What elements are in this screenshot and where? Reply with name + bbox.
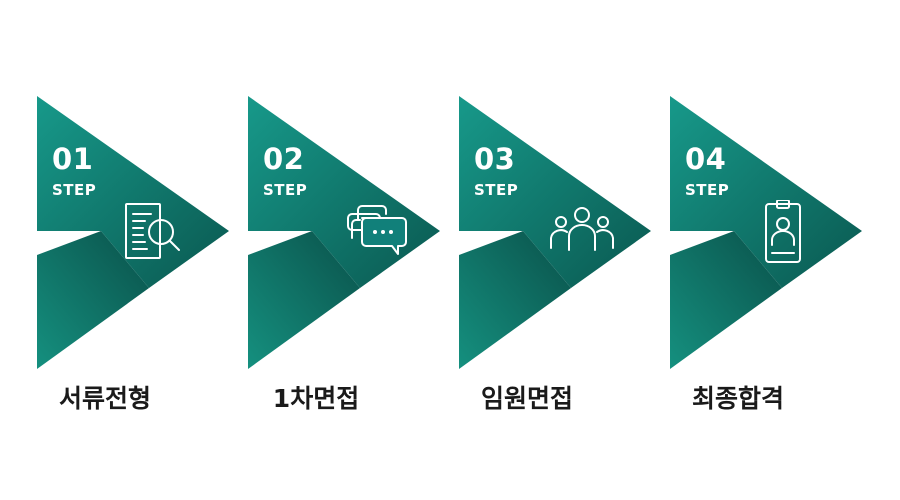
step-title: 1차면접: [272, 384, 360, 413]
step-label: STEP: [685, 181, 730, 199]
step-number: 03: [474, 142, 516, 176]
process-step-4: 04 STEP 최종합격: [670, 0, 870, 500]
step-number: 04: [685, 142, 727, 176]
step-label: STEP: [474, 181, 519, 199]
step-number: 01: [52, 142, 94, 176]
chat-bubbles-icon: [347, 205, 407, 255]
step-title: 서류전형: [58, 384, 151, 413]
process-step-2: 02 STEP 1차면접: [248, 0, 448, 500]
step-title: 최종합격: [691, 384, 784, 413]
step-label: STEP: [52, 181, 97, 199]
step-label: STEP: [263, 181, 308, 199]
people-group-icon: [550, 207, 614, 251]
step-arrow-shape: [459, 96, 651, 369]
step-number: 02: [263, 142, 305, 176]
process-step-1: 01 STEP 서류전형: [37, 0, 237, 500]
step-title: 임원면접: [480, 384, 573, 413]
step-arrow-shape: [670, 96, 862, 369]
process-step-3: 03 STEP 임원면접: [459, 0, 659, 500]
id-badge-icon: [765, 200, 801, 263]
document-search-icon: [125, 203, 180, 259]
step-arrow-shape: [37, 96, 229, 369]
